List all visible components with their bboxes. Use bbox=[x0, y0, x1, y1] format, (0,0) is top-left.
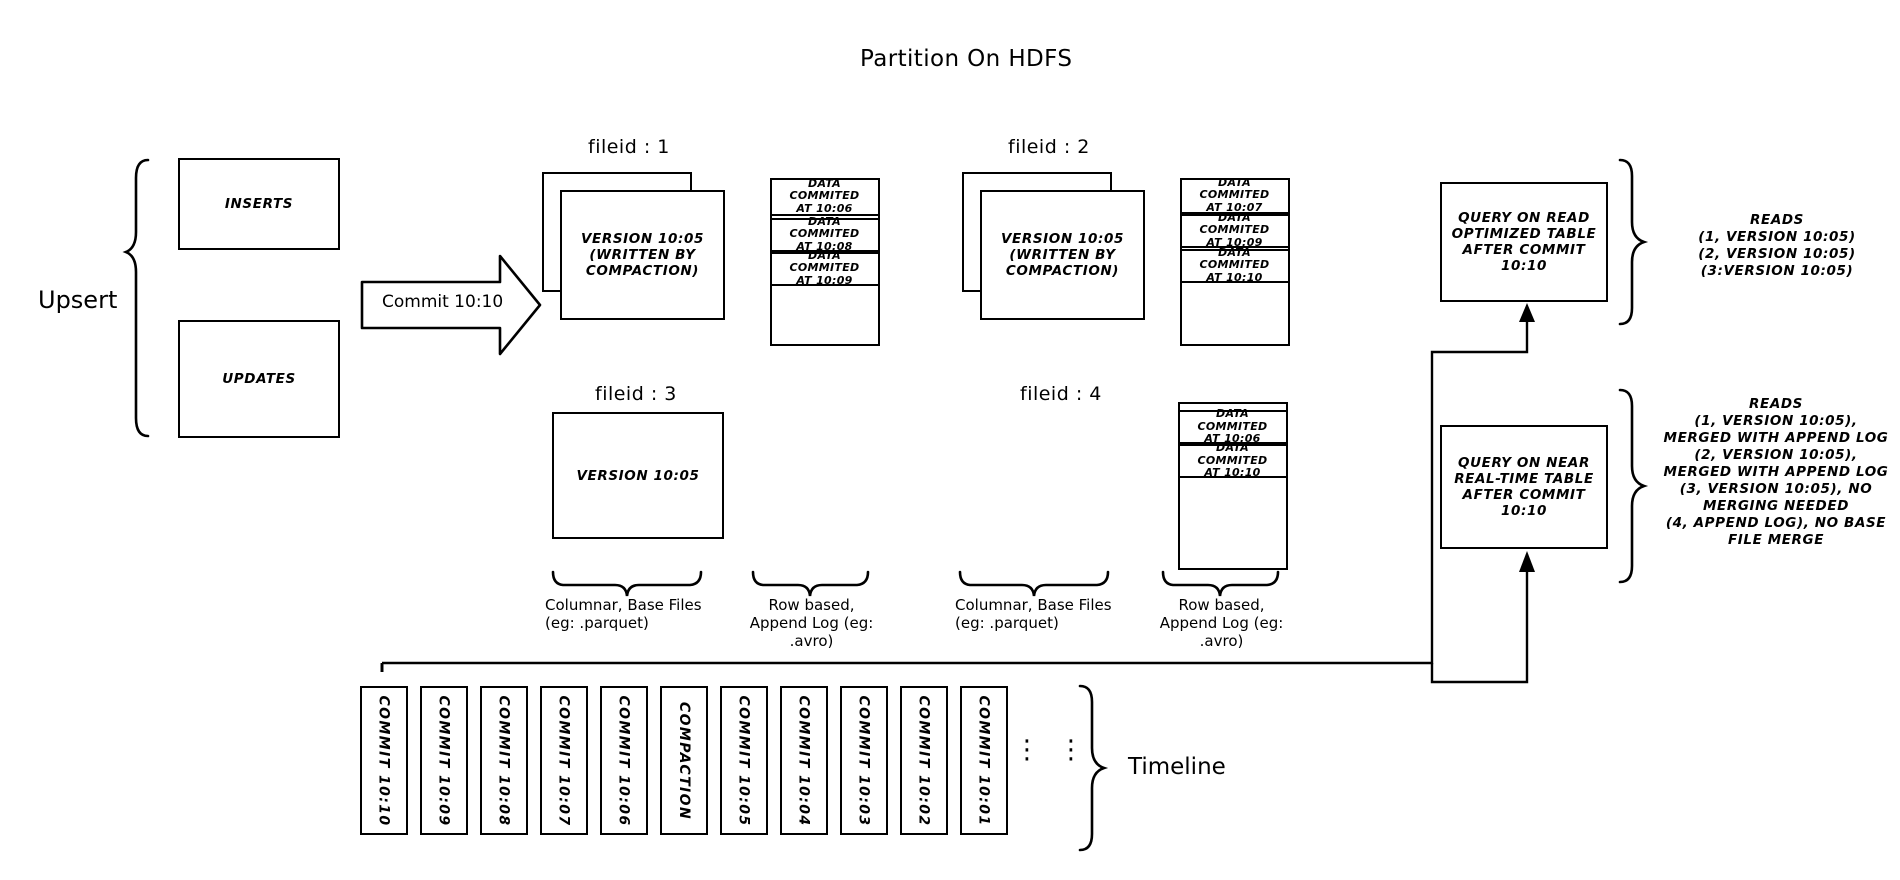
timeline-item-9[interactable]: COMMIT 10:02 bbox=[900, 686, 948, 835]
timeline-item-3[interactable]: COMMIT 10:07 bbox=[540, 686, 588, 835]
timeline-item-1[interactable]: COMMIT 10:09 bbox=[420, 686, 468, 835]
caption-rowbased-right: Row based, Append Log (eg: .avro) bbox=[1159, 596, 1284, 650]
query-near-real-time-box: QUERY ON NEAR REAL-TIME TABLE AFTER COMM… bbox=[1440, 425, 1608, 549]
query-near-real-time-text: QUERY ON NEAR REAL-TIME TABLE AFTER COMM… bbox=[1454, 455, 1594, 519]
timeline-item-0[interactable]: COMMIT 10:10 bbox=[360, 686, 408, 835]
caption-columnar-left: Columnar, Base Files (eg: .parquet) bbox=[545, 596, 702, 632]
fileid-4-label: fileid : 4 bbox=[1020, 383, 1102, 405]
fileid-2-append-log: DATA COMMITED AT 10:07 DATA COMMITED AT … bbox=[1179, 176, 1290, 346]
caption-rowbased-left: Row based, Append Log (eg: .avro) bbox=[749, 596, 874, 650]
timeline-item-label: COMMIT 10:03 bbox=[856, 694, 873, 827]
timeline-item-label: COMMIT 10:02 bbox=[916, 694, 933, 827]
updates-label: UPDATES bbox=[222, 371, 296, 387]
fileid-1-base-file: VERSION 10:05 (WRITTEN BY COMPACTION) bbox=[560, 190, 725, 320]
timeline-item-label: COMMIT 10:05 bbox=[736, 694, 753, 827]
log-entry: DATA COMMITED AT 10:10 bbox=[1179, 246, 1290, 284]
timeline-item-5[interactable]: COMPACTION bbox=[660, 686, 708, 835]
timeline-item-2[interactable]: COMMIT 10:08 bbox=[480, 686, 528, 835]
upsert-label: Upsert bbox=[38, 286, 118, 314]
timeline-ellipsis-2: ⋮ bbox=[1058, 735, 1084, 765]
updates-box: UPDATES bbox=[178, 320, 340, 438]
timeline-item-label: COMMIT 10:07 bbox=[556, 694, 573, 827]
fileid-1-base-file-text: VERSION 10:05 (WRITTEN BY COMPACTION) bbox=[580, 231, 705, 279]
query-read-optimized-text: QUERY ON READ OPTIMIZED TABLE AFTER COMM… bbox=[1451, 210, 1597, 274]
inserts-box: INSERTS bbox=[178, 158, 340, 250]
log-entry: DATA COMMITED AT 10:09 bbox=[1179, 211, 1290, 249]
log-entry: DATA COMMITED AT 10:07 bbox=[1179, 176, 1290, 214]
caption-columnar-right: Columnar, Base Files (eg: .parquet) bbox=[955, 596, 1112, 632]
commit-arrow-label: Commit 10:10 bbox=[382, 292, 504, 312]
inserts-label: INSERTS bbox=[224, 196, 294, 212]
timeline-item-label: COMMIT 10:10 bbox=[376, 694, 393, 827]
timeline-item-6[interactable]: COMMIT 10:05 bbox=[720, 686, 768, 835]
timeline-item-7[interactable]: COMMIT 10:04 bbox=[780, 686, 828, 835]
fileid-1-label: fileid : 1 bbox=[588, 136, 670, 158]
fileid-3-base-file-text: VERSION 10:05 bbox=[576, 467, 700, 484]
page-title: Partition On HDFS bbox=[860, 46, 1073, 72]
timeline-item-label: COMMIT 10:06 bbox=[616, 694, 633, 827]
fileid-2-base-file: VERSION 10:05 (WRITTEN BY COMPACTION) bbox=[980, 190, 1145, 320]
fileid-3-label: fileid : 3 bbox=[595, 383, 677, 405]
timeline-ellipsis-1: ⋮ bbox=[1014, 735, 1040, 765]
fileid-3-base-file: VERSION 10:05 bbox=[552, 412, 724, 539]
log-entry: DATA COMMITED AT 10:06 bbox=[769, 177, 880, 216]
timeline-item-label: COMMIT 10:04 bbox=[796, 694, 813, 827]
reads-near-real-time: READS (1, VERSION 10:05), MERGED WITH AP… bbox=[1663, 396, 1889, 548]
timeline-item-10[interactable]: COMMIT 10:01 bbox=[960, 686, 1008, 835]
timeline-item-label: COMPACTION bbox=[676, 701, 693, 820]
timeline-item-label: COMMIT 10:01 bbox=[976, 694, 993, 827]
log-entry: DATA COMMITED AT 10:09 bbox=[769, 249, 880, 287]
timeline-item-8[interactable]: COMMIT 10:03 bbox=[840, 686, 888, 835]
log-entry: DATA COMMITED AT 10:10 bbox=[1177, 442, 1288, 479]
timeline-item-label: COMMIT 10:09 bbox=[436, 694, 453, 827]
fileid-2-label: fileid : 2 bbox=[1008, 136, 1090, 158]
fileid-4-append-log: DATA COMMITED AT 10:06 DATA COMMITED AT … bbox=[1177, 402, 1288, 570]
fileid-1-append-log: DATA COMMITED AT 10:06 DATA COMMITED AT … bbox=[769, 177, 880, 346]
timeline-item-label: COMMIT 10:08 bbox=[496, 694, 513, 827]
fileid-2-base-file-text: VERSION 10:05 (WRITTEN BY COMPACTION) bbox=[1000, 231, 1125, 279]
log-entry: DATA COMMITED AT 10:08 bbox=[769, 215, 880, 253]
query-read-optimized-box: QUERY ON READ OPTIMIZED TABLE AFTER COMM… bbox=[1440, 182, 1608, 302]
reads-read-optimized: READS (1, VERSION 10:05) (2, VERSION 10:… bbox=[1698, 212, 1856, 279]
timeline-label: Timeline bbox=[1128, 754, 1226, 780]
timeline-item-4[interactable]: COMMIT 10:06 bbox=[600, 686, 648, 835]
log-entry: DATA COMMITED AT 10:06 bbox=[1177, 408, 1288, 445]
